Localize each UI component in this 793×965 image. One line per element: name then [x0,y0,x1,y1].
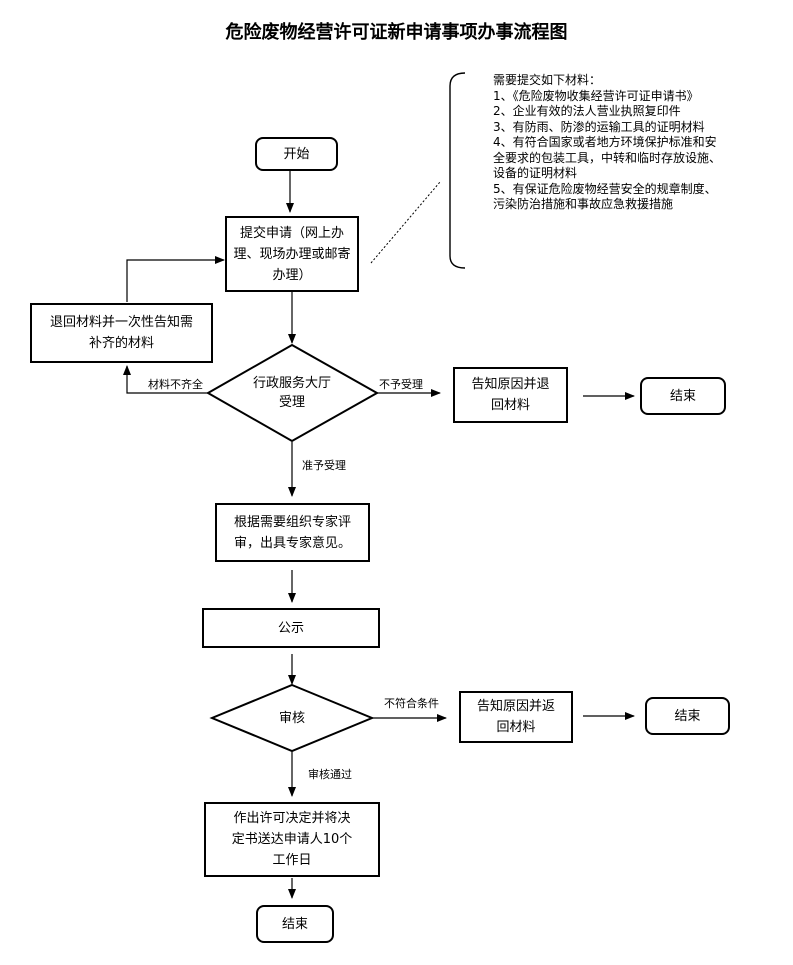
page-title: 危险废物经营许可证新申请事项办事流程图 [225,22,568,43]
fail-notice-node: 告知原因并返回材料 [459,691,573,743]
edge-label-accepted: 准予受理 [302,459,346,473]
start-node: 开始 [255,137,338,171]
review-diamond [209,683,375,753]
hall-label: 行政服务大厅受理 [252,376,331,410]
required-materials-note: 需要提交如下材料： 1、《危险废物收集经营许可证申请书》 2、企业有效的法人营业… [493,73,728,213]
edge-label-not-accepted: 不予受理 [379,378,423,392]
decision-node: 作出许可决定并将决定书送达申请人10个工作日 [204,802,380,877]
materials-item: 4、有符合国家或者地方环境保护标准和安全要求的包装工具，中转和临时存放设施、设备… [493,135,722,180]
materials-item: 5、有保证危险废物经营安全的规章制度、污染防治措施和事故应急救援措施 [493,181,717,212]
expert-review-node: 根据需要组织专家评审，出具专家意见。 [215,503,370,562]
review-label: 审核 [278,710,305,726]
edge-label-not-qualified: 不符合条件 [384,697,439,711]
materials-item: 3、有防雨、防渗的运输工具的证明材料 [493,119,705,134]
materials-item: 2、企业有效的法人营业执照复印件 [493,104,681,118]
submit-application-node: 提交申请（网上办理、现场办理或邮寄办理） [225,216,359,292]
hall-diamond [205,343,380,443]
return-materials-node: 退回材料并一次性告知需补齐的材料 [30,303,213,363]
materials-heading: 需要提交如下材料： [493,73,602,87]
edge-label-passed: 审核通过 [308,768,352,782]
end-node-2: 结束 [645,697,730,735]
end-node-1: 结束 [640,377,726,415]
publicity-node: 公示 [202,608,380,648]
edge-label-incomplete: 材料不齐全 [148,378,203,392]
reject-notice-node: 告知原因并退回材料 [453,367,568,423]
materials-item: 1、《危险废物收集经营许可证申请书》 [493,88,699,103]
end-node-3: 结束 [256,905,334,943]
